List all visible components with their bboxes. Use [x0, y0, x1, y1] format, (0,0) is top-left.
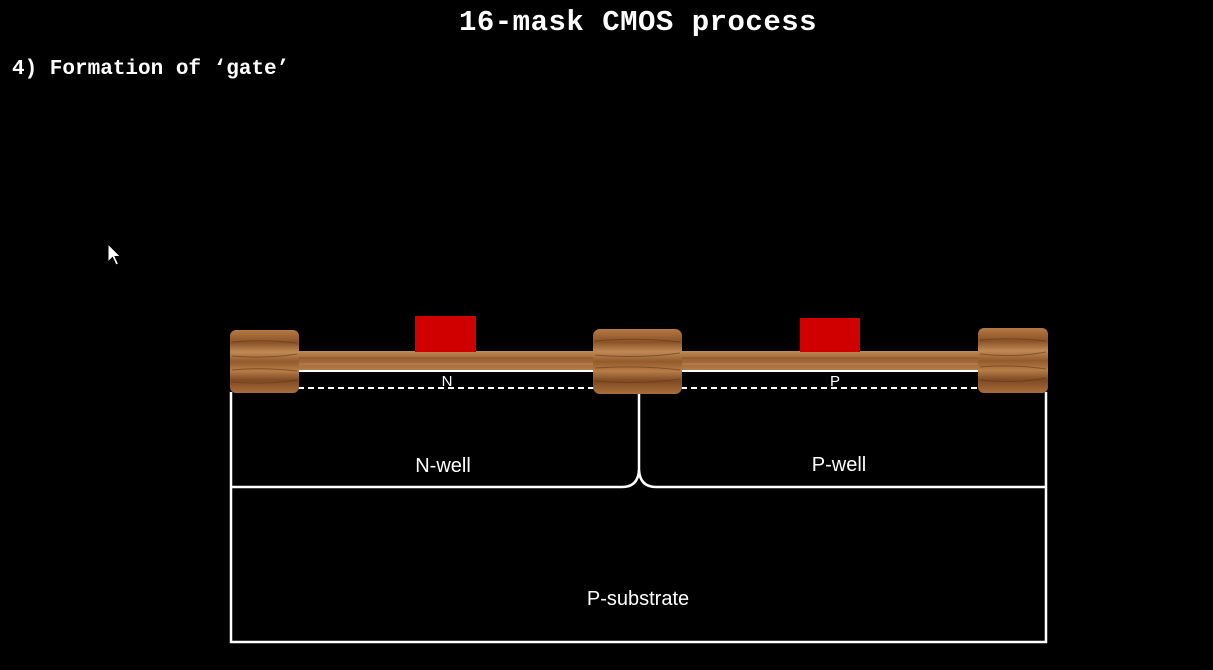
p-region-label: P: [830, 373, 840, 390]
p-well-label: P-well: [812, 454, 866, 476]
gate-oxide-p: [679, 351, 980, 370]
gate-oxide-n: [296, 351, 596, 370]
p-well-boundary: [637, 469, 1046, 489]
n-well-label: N-well: [415, 455, 471, 477]
field-oxide-left: [230, 330, 299, 393]
substrate-outline: [229, 392, 1048, 644]
slide-title: 16-mask CMOS process: [458, 6, 818, 39]
step-heading: 4) Formation of ‘gate’: [12, 58, 290, 81]
field-oxide-middle: [593, 329, 682, 394]
p-gate: [800, 318, 860, 352]
n-gate: [415, 316, 476, 352]
substrate-label: P-substrate: [587, 588, 689, 610]
n-region-label: N: [442, 373, 453, 390]
mouse-cursor-icon: [107, 242, 122, 266]
field-oxide-right: [978, 328, 1048, 393]
